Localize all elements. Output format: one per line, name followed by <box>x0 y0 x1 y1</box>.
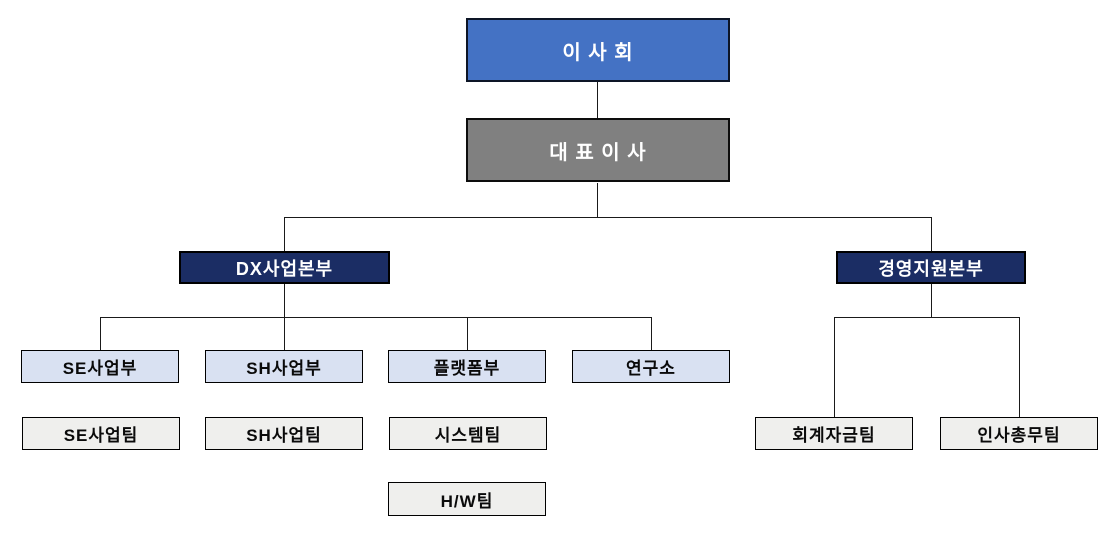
node-accounting-finance-team: 회계자금팀 <box>755 417 913 450</box>
connector-mgmt-division-riser <box>931 217 932 251</box>
connector-research-lab-riser <box>651 317 652 350</box>
node-se-department: SE사업부 <box>21 350 179 383</box>
connector-platform-dept-riser <box>467 317 468 350</box>
connector-se-dept-riser <box>100 317 101 350</box>
connector-sh-dept-riser <box>284 317 285 350</box>
node-research-lab: 연구소 <box>572 350 730 383</box>
connector-ceo-drop <box>597 183 598 217</box>
connector-dx-division-drop <box>284 284 285 317</box>
node-ceo: 대 표 이 사 <box>466 118 730 182</box>
node-se-business-team: SE사업팀 <box>22 417 180 450</box>
node-hw-team: H/W팀 <box>388 482 546 516</box>
node-board-of-directors: 이 사 회 <box>466 18 730 82</box>
connector-accounting-team-riser <box>834 317 835 417</box>
connector-dx-division-riser <box>284 217 285 251</box>
node-hr-general-affairs-team: 인사총무팀 <box>940 417 1098 450</box>
connector-mgmt-division-drop <box>931 284 932 317</box>
connector-mgmt-teams-horizontal <box>834 317 1020 318</box>
connector-hr-team-riser <box>1019 317 1020 417</box>
node-sh-business-team: SH사업팀 <box>205 417 363 450</box>
connector-departments-horizontal <box>100 317 652 318</box>
node-platform-department: 플랫폼부 <box>388 350 546 383</box>
node-management-support-division: 경영지원본부 <box>836 251 1026 284</box>
node-sh-department: SH사업부 <box>205 350 363 383</box>
node-dx-business-division: DX사업본부 <box>179 251 390 284</box>
connector-board-to-ceo <box>597 82 598 118</box>
connector-divisions-horizontal <box>284 217 932 218</box>
node-system-team: 시스템팀 <box>389 417 547 450</box>
